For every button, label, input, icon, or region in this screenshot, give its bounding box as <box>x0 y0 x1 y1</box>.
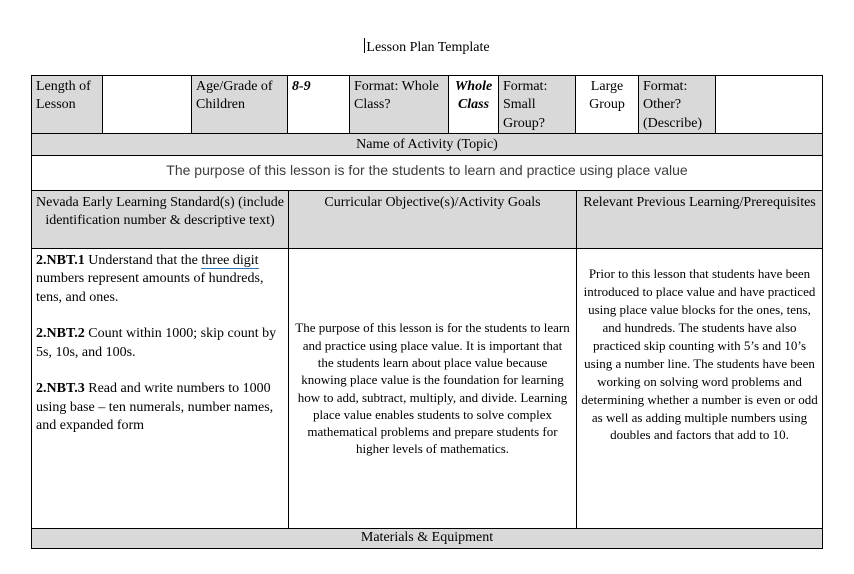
standard-3-text: Read and write numbers to 1000 using bas… <box>36 381 274 434</box>
objectives-header-cell[interactable]: Curricular Objective(s)/Activity Goals <box>289 191 577 248</box>
prerequisites-header-cell[interactable]: Relevant Previous Learning/Prerequisites <box>577 191 822 248</box>
lesson-meta-row: Length of Lesson Age/Grade of Children 8… <box>32 76 822 134</box>
name-of-activity-value-cell[interactable]: The purpose of this lesson is for the st… <box>166 162 688 178</box>
standard-1-text-before: Understand that the <box>84 253 202 268</box>
standard-1-code: 2.NBT.1 <box>36 253 85 268</box>
name-of-activity-header-row: Name of Activity (Topic) <box>32 134 822 156</box>
text-cursor <box>364 38 366 53</box>
standard-3-code: 2.NBT.3 <box>36 381 85 397</box>
standard-2-code: 2.NBT.2 <box>36 326 85 342</box>
prerequisites-text: Prior to this lesson that students have … <box>581 266 818 443</box>
objectives-text: The purpose of this lesson is for the st… <box>295 320 570 457</box>
format-other-value-cell[interactable] <box>716 76 822 133</box>
format-small-group-value-cell[interactable]: Large Group <box>576 76 639 133</box>
age-grade-label-cell[interactable]: Age/Grade of Children <box>192 76 288 133</box>
format-small-group-label-cell[interactable]: Format: Small Group? <box>499 76 576 133</box>
section-body-row: 2.NBT.1 Understand that the three digit … <box>32 249 822 529</box>
age-grade-value-cell[interactable]: 8-9 <box>288 76 350 133</box>
prerequisites-body-cell[interactable]: Prior to this lesson that students have … <box>577 249 822 528</box>
objectives-body-cell[interactable]: The purpose of this lesson is for the st… <box>289 249 577 528</box>
page-title[interactable]: Lesson Plan Template <box>0 38 854 57</box>
format-other-label-cell[interactable]: Format: Other? (Describe) <box>639 76 716 133</box>
standards-body-cell[interactable]: 2.NBT.1 Understand that the three digit … <box>32 249 289 528</box>
standard-2-text: Count within 1000; skip count by 5s, 10s… <box>36 326 277 360</box>
standard-item-2: 2.NBT.2 Count within 1000; skip count by… <box>36 325 283 362</box>
page-title-text: Lesson Plan Template <box>366 40 490 55</box>
format-whole-class-label-cell[interactable]: Format: Whole Class? <box>350 76 449 133</box>
length-of-lesson-value-cell[interactable] <box>103 76 192 133</box>
name-of-activity-value-row: The purpose of this lesson is for the st… <box>32 156 822 191</box>
materials-header-row: Materials & Equipment <box>32 529 822 548</box>
standards-header-cell[interactable]: Nevada Early Learning Standard(s) (inclu… <box>32 191 289 248</box>
materials-header-cell[interactable]: Materials & Equipment <box>32 529 822 548</box>
standard-item-1: 2.NBT.1 Understand that the three digit … <box>36 252 283 307</box>
section-headers-row: Nevada Early Learning Standard(s) (inclu… <box>32 191 822 249</box>
length-of-lesson-label-cell[interactable]: Length of Lesson <box>32 76 103 133</box>
standard-1-text-after: numbers represent amounts of hundreds, t… <box>36 271 264 305</box>
standard-item-3: 2.NBT.3 Read and write numbers to 1000 u… <box>36 380 283 435</box>
format-whole-class-value-cell[interactable]: Whole Class <box>449 76 499 133</box>
name-of-activity-header-cell[interactable]: Name of Activity (Topic) <box>32 134 822 155</box>
lesson-plan-table: Length of Lesson Age/Grade of Children 8… <box>31 75 823 549</box>
standard-1-underlined-text: three digit <box>201 253 259 269</box>
